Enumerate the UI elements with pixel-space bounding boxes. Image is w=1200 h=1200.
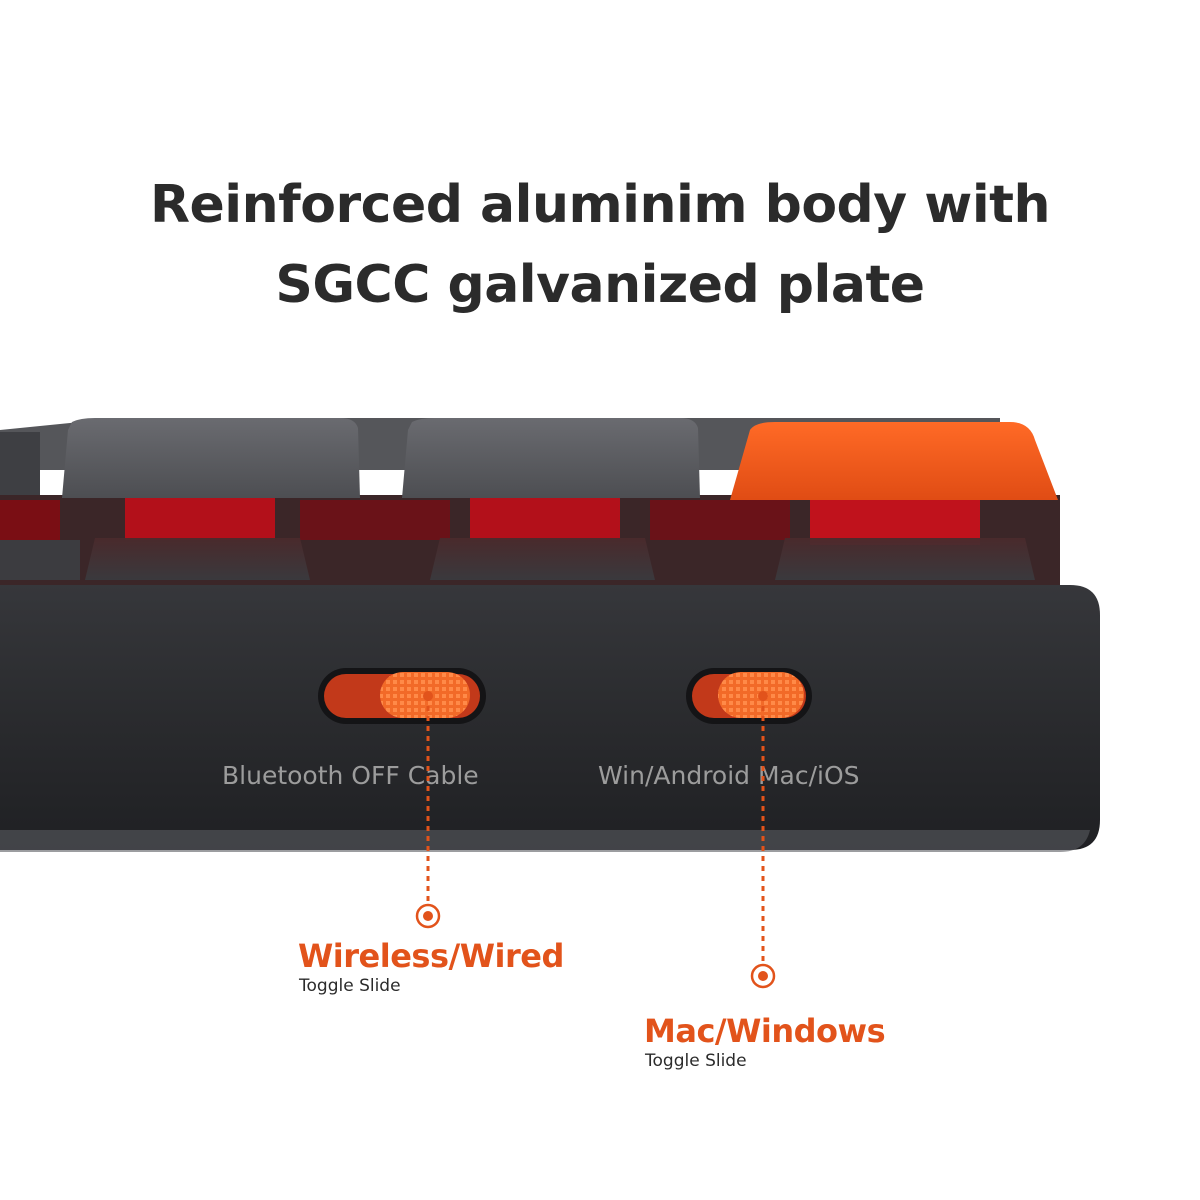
switch-row xyxy=(0,495,1060,585)
switch-stem xyxy=(470,495,620,540)
keycap xyxy=(62,418,360,498)
callout-leader-right xyxy=(750,691,776,989)
wireless-wired-toggle[interactable] xyxy=(318,668,486,724)
callout-title-wireless-wired: Wireless/Wired xyxy=(298,937,564,975)
right-switch-engraving: Win/Android Mac/iOS xyxy=(598,761,860,790)
callout-subtitle-wireless-wired: Toggle Slide xyxy=(299,976,401,996)
switch-stem xyxy=(810,500,980,545)
left-switch-engraving: Bluetooth OFF Cable xyxy=(222,761,479,790)
switch-stem xyxy=(125,495,275,540)
headline: Reinforced aluminim body with SGCC galva… xyxy=(0,165,1200,325)
keycap xyxy=(402,418,700,498)
callout-subtitle-mac-windows: Toggle Slide xyxy=(645,1051,747,1071)
headline-line-1: Reinforced aluminim body with xyxy=(149,175,1051,235)
front-keycaps xyxy=(0,418,1058,500)
headline-line-2: SGCC galvanized plate xyxy=(275,255,925,315)
keyboard-body xyxy=(0,585,1100,852)
orange-keycap xyxy=(730,422,1058,500)
mac-windows-toggle[interactable] xyxy=(686,668,812,724)
callout-leader-left xyxy=(415,691,441,929)
callout-title-mac-windows: Mac/Windows xyxy=(644,1012,886,1050)
